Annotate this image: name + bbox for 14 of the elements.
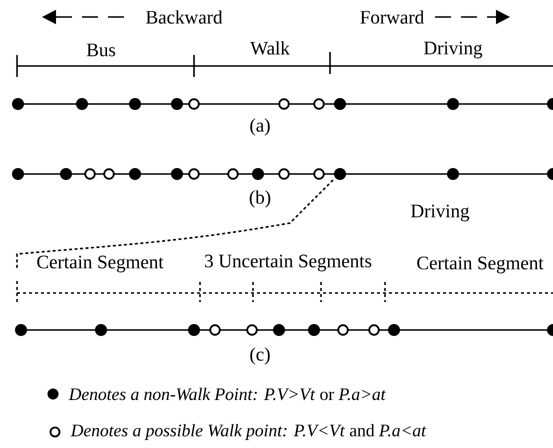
segment-label: Certain Segment <box>37 256 164 272</box>
segment-label: Bus <box>86 44 116 56</box>
legend-text: Denotes a non-Walk Point: P.V>Vt or P.a>at <box>68 388 386 400</box>
direction-label: Backward <box>146 10 222 24</box>
legend-text: Denotes a possible Walk point: P.V<Vt and P.a<at <box>70 424 426 440</box>
segment-label: Driving <box>424 42 482 58</box>
panel-label: (a) <box>250 118 270 136</box>
panel-label: (c) <box>250 347 270 365</box>
segment-label: Driving <box>411 204 470 222</box>
segment-label: 3 Uncertain Segments <box>205 254 372 272</box>
direction-label: Forward <box>360 10 424 24</box>
panel-label: (b) <box>250 190 270 208</box>
segment-label: Walk <box>250 41 290 55</box>
segment-label: Certain Segment <box>417 256 544 274</box>
